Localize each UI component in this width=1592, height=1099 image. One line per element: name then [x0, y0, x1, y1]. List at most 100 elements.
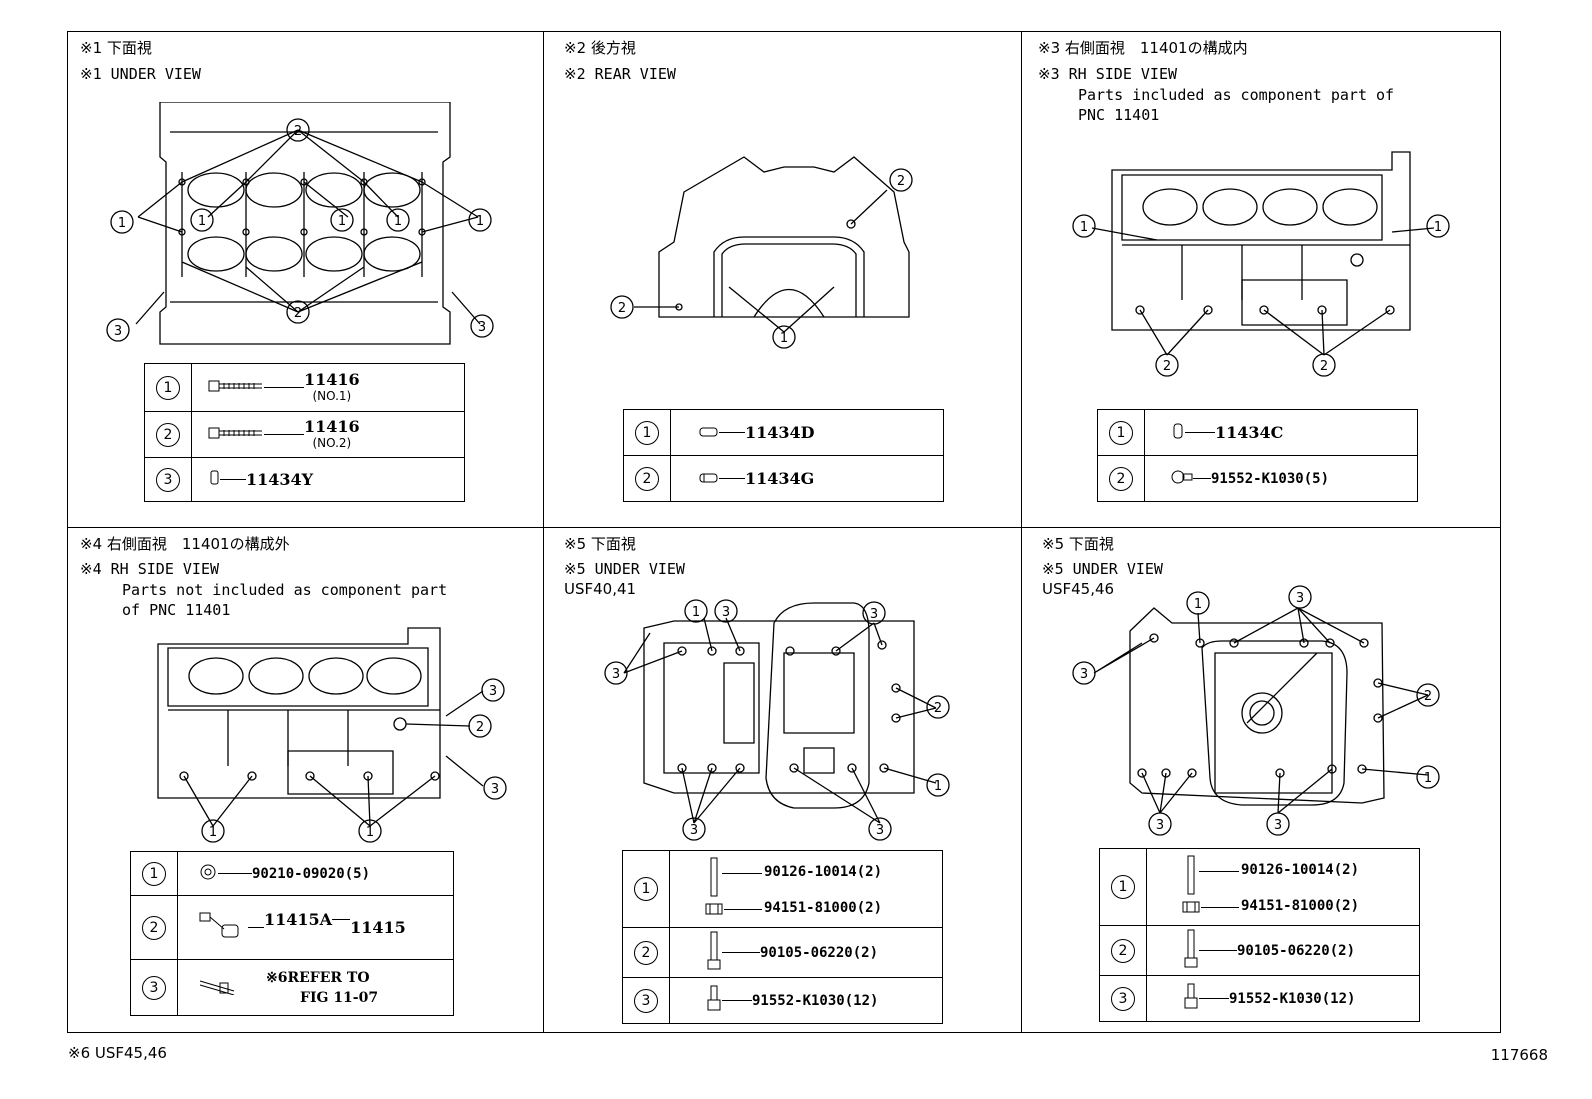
panel-title-en: ※4 RH SIDE VIEW: [80, 560, 219, 578]
parts-table: 1 11434C 2 91552-K1030(5): [1097, 409, 1418, 502]
callout-1: 1: [338, 214, 346, 229]
dowel-pin-icon: [699, 423, 719, 442]
table-row: 1 11434C: [1097, 409, 1418, 456]
stud-bolt-icon: [708, 857, 720, 903]
callout-number: 2: [1111, 938, 1135, 963]
oil-nozzle-icon: [198, 909, 248, 947]
part-number: 11416: [304, 416, 360, 436]
callout-number: 1: [634, 877, 658, 901]
bolt-icon: [706, 931, 722, 975]
part-number: 90105-06220(2): [1237, 942, 1356, 959]
part-number: 91552-K1030(12): [752, 992, 879, 1009]
callout-2: 2: [294, 306, 302, 321]
callout-number: 1: [1109, 420, 1133, 445]
plug-bolt-icon: [1171, 469, 1193, 489]
callout-number: 2: [156, 422, 180, 447]
callout-1: 1: [476, 214, 484, 229]
table-row: 2 11416(NO.2): [144, 411, 465, 458]
figure-id: 117668: [1490, 1046, 1548, 1064]
nut-icon: [1181, 899, 1201, 919]
panel-title-en: ※5 UNDER VIEW: [1042, 560, 1163, 578]
part-number: 11434G: [745, 469, 815, 488]
table-row: 3 11434Y: [144, 457, 465, 502]
callout-number: 1: [142, 861, 166, 886]
panel-title-en: ※1 UNDER VIEW: [80, 65, 201, 83]
callout-number: 2: [1109, 466, 1133, 491]
panel-title-jp: ※3 右側面視 11401の構成内: [1038, 39, 1248, 57]
part-number: 11415: [350, 918, 406, 937]
stud-bolt-icon: [1185, 855, 1197, 901]
panel-subtitle: PNC 11401: [1078, 106, 1160, 124]
engine-block-rh-side-drawing: 2 2 1 1: [1072, 151, 1450, 377]
callout-1: 1: [780, 331, 788, 346]
callout-1: 1: [1194, 597, 1202, 612]
table-row: 1 90210-09020(5): [130, 851, 454, 896]
parts-table: 1 90126-10014(2) 94151-81000(2) 2 90105-…: [1099, 848, 1420, 1022]
table-row: 2 11415A 11415: [130, 895, 454, 960]
nut-icon: [704, 901, 724, 921]
oil-pan-under-view-drawing: 3 1 3 3 2 1 3 3: [604, 599, 950, 841]
panel-rh-side-view-not-included: ※4 右側面視 11401の構成外 ※4 RH SIDE VIEW Parts …: [68, 528, 542, 1032]
callout-1: 1: [1424, 771, 1432, 786]
engine-block-rear-view-drawing: 1 2 2: [610, 156, 913, 349]
callout-1: 1: [1434, 220, 1442, 235]
refer-note: ※6REFER TO: [266, 969, 370, 986]
table-row: 2 91552-K1030(5): [1097, 455, 1418, 502]
dowel-pin-icon: [210, 470, 220, 490]
oil-pan-under-view-drawing: 3 1 3 2 1 3 3: [1072, 585, 1440, 836]
part-number: 91552-K1030(12): [1229, 990, 1356, 1007]
part-number: 94151-81000(2): [764, 900, 883, 916]
table-row: 1 11416(NO.1): [144, 363, 465, 412]
table-row: 1 90126-10014(2) 94151-81000(2): [1099, 848, 1420, 926]
callout-2: 2: [1163, 359, 1171, 374]
part-number: 90210-09020(5): [252, 865, 371, 882]
bolt-icon: [706, 985, 722, 1017]
callout-3: 3: [491, 782, 499, 797]
panel-title-en: ※3 RH SIDE VIEW: [1038, 65, 1177, 83]
callout-2: 2: [476, 720, 484, 735]
callout-number: 3: [156, 467, 180, 492]
panel-title-en: ※2 REAR VIEW: [564, 65, 676, 83]
callout-number: 1: [1111, 875, 1135, 899]
callout-3: 3: [478, 320, 486, 335]
part-number: 90126-10014(2): [764, 864, 883, 880]
divider: [1021, 32, 1022, 1032]
callout-2: 2: [618, 301, 626, 316]
diagram-frame: [67, 31, 1501, 1033]
callout-3: 3: [114, 324, 122, 339]
parts-table: 1 90210-09020(5) 2 11415A 11415 3 ※6REFE…: [130, 851, 454, 1016]
callout-number: 3: [142, 975, 166, 1000]
table-row: 3 91552-K1030(12): [622, 977, 943, 1024]
callout-2: 2: [1424, 689, 1432, 704]
table-row: 1 11434D: [623, 409, 944, 456]
callout-1: 1: [934, 779, 942, 794]
dowel-pin-icon: [699, 469, 719, 488]
part-note: (NO.2): [312, 435, 352, 450]
panel-under-view-usf40: ※5 下面視 ※5 UNDER VIEW USF40,41 3 1 3 3 2 …: [544, 528, 1020, 1032]
callout-1: 1: [198, 214, 206, 229]
part-number: 94151-81000(2): [1241, 898, 1360, 914]
callout-number: 3: [634, 988, 658, 1013]
callout-3: 3: [612, 667, 620, 682]
callout-2: 2: [934, 701, 942, 716]
panel-title-jp: ※5 下面視: [1042, 535, 1114, 553]
table-row: 3 91552-K1030(12): [1099, 975, 1420, 1022]
callout-3: 3: [1156, 818, 1164, 833]
panel-title-en: ※5 UNDER VIEW: [564, 560, 685, 578]
table-row: 2 90105-06220(2): [1099, 925, 1420, 976]
panel-rh-side-view-included: ※3 右側面視 11401の構成内 ※3 RH SIDE VIEW Parts …: [1022, 32, 1500, 526]
panel-title-jp: ※5 下面視: [564, 535, 636, 553]
footer-note: ※6 USF45,46: [68, 1044, 167, 1062]
parts-table: 1 11434D 2 11434G: [623, 409, 944, 502]
panel-title-jp: ※1 下面視: [80, 39, 152, 57]
callout-number: 3: [1111, 986, 1135, 1011]
callout-1: 1: [209, 825, 217, 840]
parts-table: 1 90126-10014(2) 94151-81000(2) 2 90105-…: [622, 850, 943, 1024]
part-number: 90105-06220(2): [760, 944, 879, 961]
callout-3: 3: [1080, 667, 1088, 682]
plug-icon: [198, 863, 218, 885]
callout-2: 2: [897, 174, 905, 189]
callout-number: 1: [156, 375, 180, 400]
callout-3: 3: [1296, 591, 1304, 606]
